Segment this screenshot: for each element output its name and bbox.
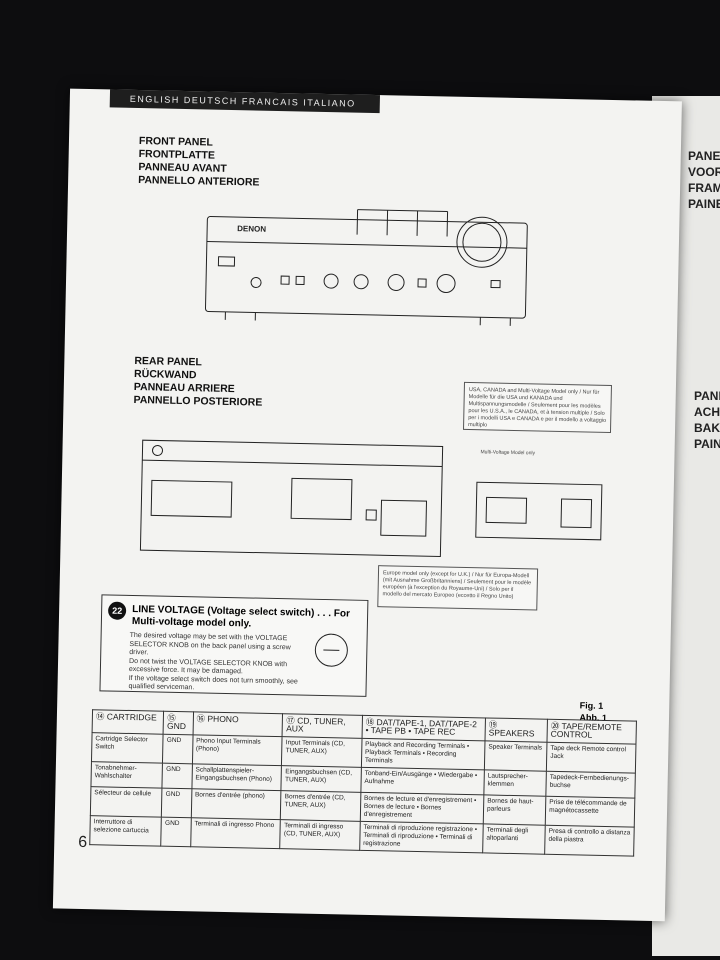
rear-panel-heading: REAR PANEL RÜCKWAND PANNEAU ARRIERE PANN…	[133, 355, 263, 410]
amplifier-rear-body	[139, 439, 444, 557]
europe-note: Europe model only (except for U.K.) / Nu…	[377, 565, 539, 611]
table-header: ⑱ DAT/TAPE-1, DAT/TAPE-2 • TAPE PB • TAP…	[361, 715, 486, 741]
facing-page-headings-2: PANE ACHT BAKS PAIN	[694, 388, 720, 452]
front-panel-brand: DENON	[237, 224, 266, 234]
note-number: 22	[107, 601, 127, 620]
input-selector-knob	[436, 274, 456, 294]
table-cell: GND	[161, 817, 192, 847]
table-cell: Presa di controllo a distanza della pias…	[544, 825, 635, 857]
heading-line: PANNELLO POSTERIORE	[133, 393, 263, 409]
facing-text: BAKS	[694, 421, 720, 435]
rear-panel-diagram	[139, 439, 444, 557]
bullet: The desired voltage may be set with the …	[129, 631, 291, 657]
amplifier-front-body	[204, 216, 528, 319]
speaker-button-a	[280, 275, 290, 285]
table-cell: Tonband-Ein/Ausgänge • Wiedergabe • Aufn…	[360, 767, 485, 795]
table-cell: Terminali di riproduzione registrazione …	[359, 821, 484, 853]
line-voltage-title: LINE VOLTAGE (Voltage select switch) . .…	[131, 604, 351, 630]
line-voltage-note: 22 LINE VOLTAGE (Voltage select switch) …	[99, 594, 369, 697]
table-cell: Bornes de haut-parleurs	[483, 794, 546, 826]
table-cell: Terminali di ingresso Phono	[190, 817, 281, 849]
table-cell: Input Terminals (CD, TUNER, AUX)	[281, 736, 362, 768]
table-cell: GND	[161, 788, 192, 818]
table-cell: Terminali di ingresso (CD, TUNER, AUX)	[280, 819, 361, 851]
line-voltage-bullets: The desired voltage may be set with the …	[128, 632, 299, 695]
page-number: 6	[78, 833, 88, 852]
table-header: ⑯ PHONO	[192, 711, 283, 737]
facing-text: FRAM	[688, 181, 720, 195]
table-header: ⑭ CARTRIDGE	[92, 709, 164, 735]
facing-text: ACHT	[694, 405, 720, 419]
facing-page-headings-1: PANEL VOOR FRAM PAINE	[688, 148, 720, 212]
bullet: If the voltage select switch does not tu…	[128, 674, 298, 692]
table-header: ⑰ CD, TUNER, AUX	[282, 713, 363, 739]
table-cell: GND	[162, 734, 193, 764]
table-cell: Playback and Recording Terminals • Playb…	[361, 738, 485, 770]
line-inputs	[290, 477, 353, 521]
table-cell: GND	[162, 763, 193, 789]
table-cell: Tapedeck-Fernbedienungs-buchse	[545, 771, 636, 799]
voltage-selector-icon	[314, 633, 348, 667]
facing-text: PANE	[694, 389, 720, 403]
rec-out-button	[490, 279, 501, 289]
table-cell: Tape deck Remote control Jack	[546, 742, 636, 774]
headphone-jack	[250, 277, 262, 289]
facing-text: PANEL	[688, 149, 720, 163]
table-cell: Cartridge Selector Switch	[91, 732, 164, 764]
multi-voltage-note: USA, CANADA and Multi-Voltage Model only…	[463, 381, 612, 433]
table-header: ⑲ SPEAKERS	[484, 717, 548, 743]
front-panel-heading: FRONT PANEL FRONTPLATTE PANNEAU AVANT PA…	[138, 135, 260, 190]
manual-page: ENGLISH DEUTSCH FRANCAIS ITALIANO FRONT …	[52, 88, 682, 922]
table-header: ⑮ GND	[163, 711, 194, 735]
table-cell: Schallplattenspieler-Eingangsbuchsen (Ph…	[191, 763, 282, 791]
language-bar: ENGLISH DEUTSCH FRANCAIS ITALIANO	[109, 89, 380, 114]
front-panel-diagram: DENON	[204, 209, 528, 326]
table-header: ⑳ TAPE/REMOTE CONTROL	[547, 719, 637, 745]
remote-jack	[365, 509, 377, 521]
table-cell: Interruttore di selezione cartuccia	[89, 815, 162, 847]
table-cell: Bornes d'entrée (CD, TUNER, AUX)	[280, 790, 361, 822]
table-cell: Bornes d'entrée (phono)	[191, 788, 282, 820]
power-switch	[217, 256, 236, 267]
figure-label: Fig. 1	[579, 700, 604, 711]
facing-text: PAINE	[688, 197, 720, 211]
facing-text: VOOR	[688, 165, 720, 179]
table-cell: Lautsprecher-klemmen	[483, 769, 547, 797]
multi-voltage-label: Multi-Voltage Model only	[480, 449, 536, 457]
volume-knob	[456, 216, 508, 268]
table-cell: Bornes de lecture et d'enregistrement • …	[360, 792, 484, 824]
speaker-button-b	[295, 275, 305, 286]
bass-knob	[323, 273, 339, 289]
table-cell: Speaker Terminals	[484, 740, 548, 772]
tone-button	[417, 278, 427, 288]
gnd-terminal	[152, 445, 164, 457]
table-cell: Phono Input Terminals (Phono)	[192, 734, 283, 766]
speaker-terminals	[380, 499, 428, 537]
terminal-table: ⑭ CARTRIDGE ⑮ GND ⑯ PHONO ⑰ CD, TUNER, A…	[89, 709, 637, 857]
table-cell: Tonabnehmer-Wahlschalter	[90, 761, 163, 789]
table-cell: Terminali degli altoparlanti	[482, 823, 546, 855]
facing-text: PAIN	[694, 437, 720, 451]
table-cell: Prise de télécommande de magnétocassette	[545, 796, 635, 828]
phono-inputs	[150, 479, 233, 518]
treble-knob	[353, 274, 369, 290]
table-cell: Eingangsbuchsen (CD, TUNER, AUX)	[281, 765, 362, 793]
multi-voltage-inset	[475, 481, 603, 541]
balance-knob	[387, 273, 405, 291]
table-cell: Sélecteur de cellule	[90, 786, 163, 818]
